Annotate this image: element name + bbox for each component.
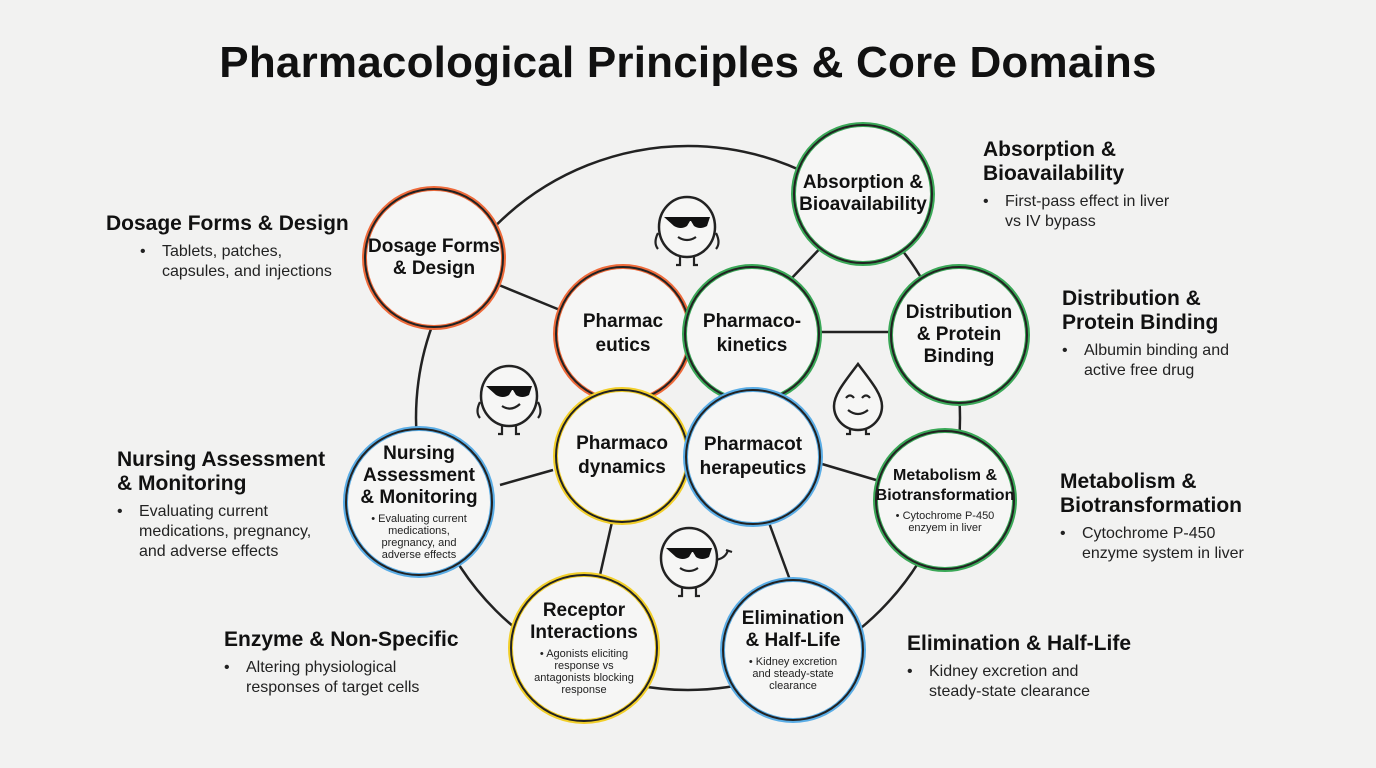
connector-dynamics-nursing: [499, 468, 554, 487]
label-distribution: Distribution & Protein Binding Albumin b…: [1062, 287, 1229, 381]
node-dosage-forms: Dosage Forms & Design: [362, 186, 506, 330]
node-receptor: Receptor Interactions Agonists eliciting…: [508, 572, 660, 724]
node-absorption: Absorption & Bioavailability: [791, 122, 935, 266]
connector-dynamics-receptor: [598, 521, 614, 576]
core-pharmacokinetics-label: Pharmaco- kinetics: [702, 311, 802, 356]
label-metabolism-title: Metabolism & Biotransformation: [1060, 470, 1243, 517]
node-receptor-bullet: Agonists eliciting response vs antagonis…: [534, 648, 634, 696]
node-elimination: Elimination & Half-Life Kidney excretion…: [720, 577, 866, 723]
node-nursing-title: Nursing Assessment & Monitoring: [360, 443, 478, 508]
label-enzyme-title: Enzyme & Non-Specific: [224, 628, 459, 651]
node-nursing: Nursing Assessment & Monitoring Evaluati…: [343, 426, 495, 578]
label-nursing-title: Nursing Assessment & Monitoring: [117, 448, 326, 495]
connector-therapeutics-elimination: [766, 519, 792, 581]
label-dosage-title: Dosage Forms & Design: [106, 212, 349, 235]
cool-pill-character-icon: [476, 364, 542, 436]
page-title: Pharmacological Principles & Core Domain…: [219, 38, 1157, 87]
label-absorption-bullet: First-pass effect in liver vs IV bypass: [983, 192, 1169, 232]
label-absorption: Absorption & Bioavailability First-pass …: [983, 138, 1169, 232]
node-distribution: Distribution & Protein Binding: [888, 264, 1030, 406]
node-elimination-bullet: Kidney excretion and steady-state cleara…: [749, 656, 837, 692]
cool-pill-character-icon: [654, 195, 720, 267]
label-distribution-title: Distribution & Protein Binding: [1062, 287, 1219, 334]
label-elimination: Elimination & Half-Life Kidney excretion…: [907, 632, 1131, 702]
waving-pill-character-icon: [659, 526, 733, 598]
label-elimination-title: Elimination & Half-Life: [907, 632, 1132, 655]
label-distribution-bullet: Albumin binding and active free drug: [1062, 341, 1229, 381]
core-pharmacodynamics-label: Pharmaco dynamics: [576, 433, 668, 478]
node-metabolism-title: Metabolism & Biotransformation: [875, 467, 1015, 504]
label-dosage: Dosage Forms & Design Tablets, patches, …: [106, 212, 349, 282]
node-dosage-forms-title: Dosage Forms & Design: [368, 236, 500, 279]
label-nursing-bullet: Evaluating current medications, pregnanc…: [117, 502, 325, 562]
connector-therapeutics-metabolism: [821, 462, 877, 482]
core-pharmaceutics-label: Pharmac eutics: [582, 311, 664, 356]
node-metabolism: Metabolism & Biotransformation Cytochrom…: [873, 428, 1017, 572]
node-metabolism-bullet: Cytochrome P-450 enzyem in liver: [896, 510, 995, 534]
node-absorption-title: Absorption & Bioavailability: [799, 172, 927, 215]
node-nursing-bullet: Evaluating current medications, pregnanc…: [371, 513, 467, 561]
label-enzyme-bullet: Altering physiological responses of targ…: [224, 658, 459, 698]
core-pharmaceutics: Pharmac eutics: [553, 264, 693, 404]
label-nursing: Nursing Assessment & Monitoring Evaluati…: [117, 448, 325, 562]
label-elimination-bullet: Kidney excretion and steady-state cleara…: [907, 662, 1131, 702]
label-metabolism-bullet: Cytochrome P-450 enzyme system in liver: [1060, 524, 1244, 564]
label-absorption-title: Absorption & Bioavailability: [983, 138, 1125, 185]
core-pharmacotherapeutics: Pharmacot herapeutics: [683, 387, 823, 527]
core-pharmacotherapeutics-label: Pharmacot herapeutics: [699, 434, 807, 479]
core-pharmacokinetics: Pharmaco- kinetics: [682, 264, 822, 404]
core-pharmacodynamics: Pharmaco dynamics: [553, 387, 691, 525]
outer-ring: [414, 144, 962, 692]
label-enzyme: Enzyme & Non-Specific Altering physiolog…: [224, 628, 459, 698]
label-metabolism: Metabolism & Biotransformation Cytochrom…: [1060, 470, 1244, 564]
connector-dosage-pharmaceutics: [493, 281, 561, 312]
happy-drop-character-icon: [832, 361, 884, 436]
label-dosage-bullet: Tablets, patches, capsules, and injectio…: [140, 242, 349, 282]
node-elimination-title: Elimination & Half-Life: [741, 608, 845, 651]
node-distribution-title: Distribution & Protein Binding: [905, 302, 1013, 367]
node-receptor-title: Receptor Interactions: [530, 600, 638, 643]
